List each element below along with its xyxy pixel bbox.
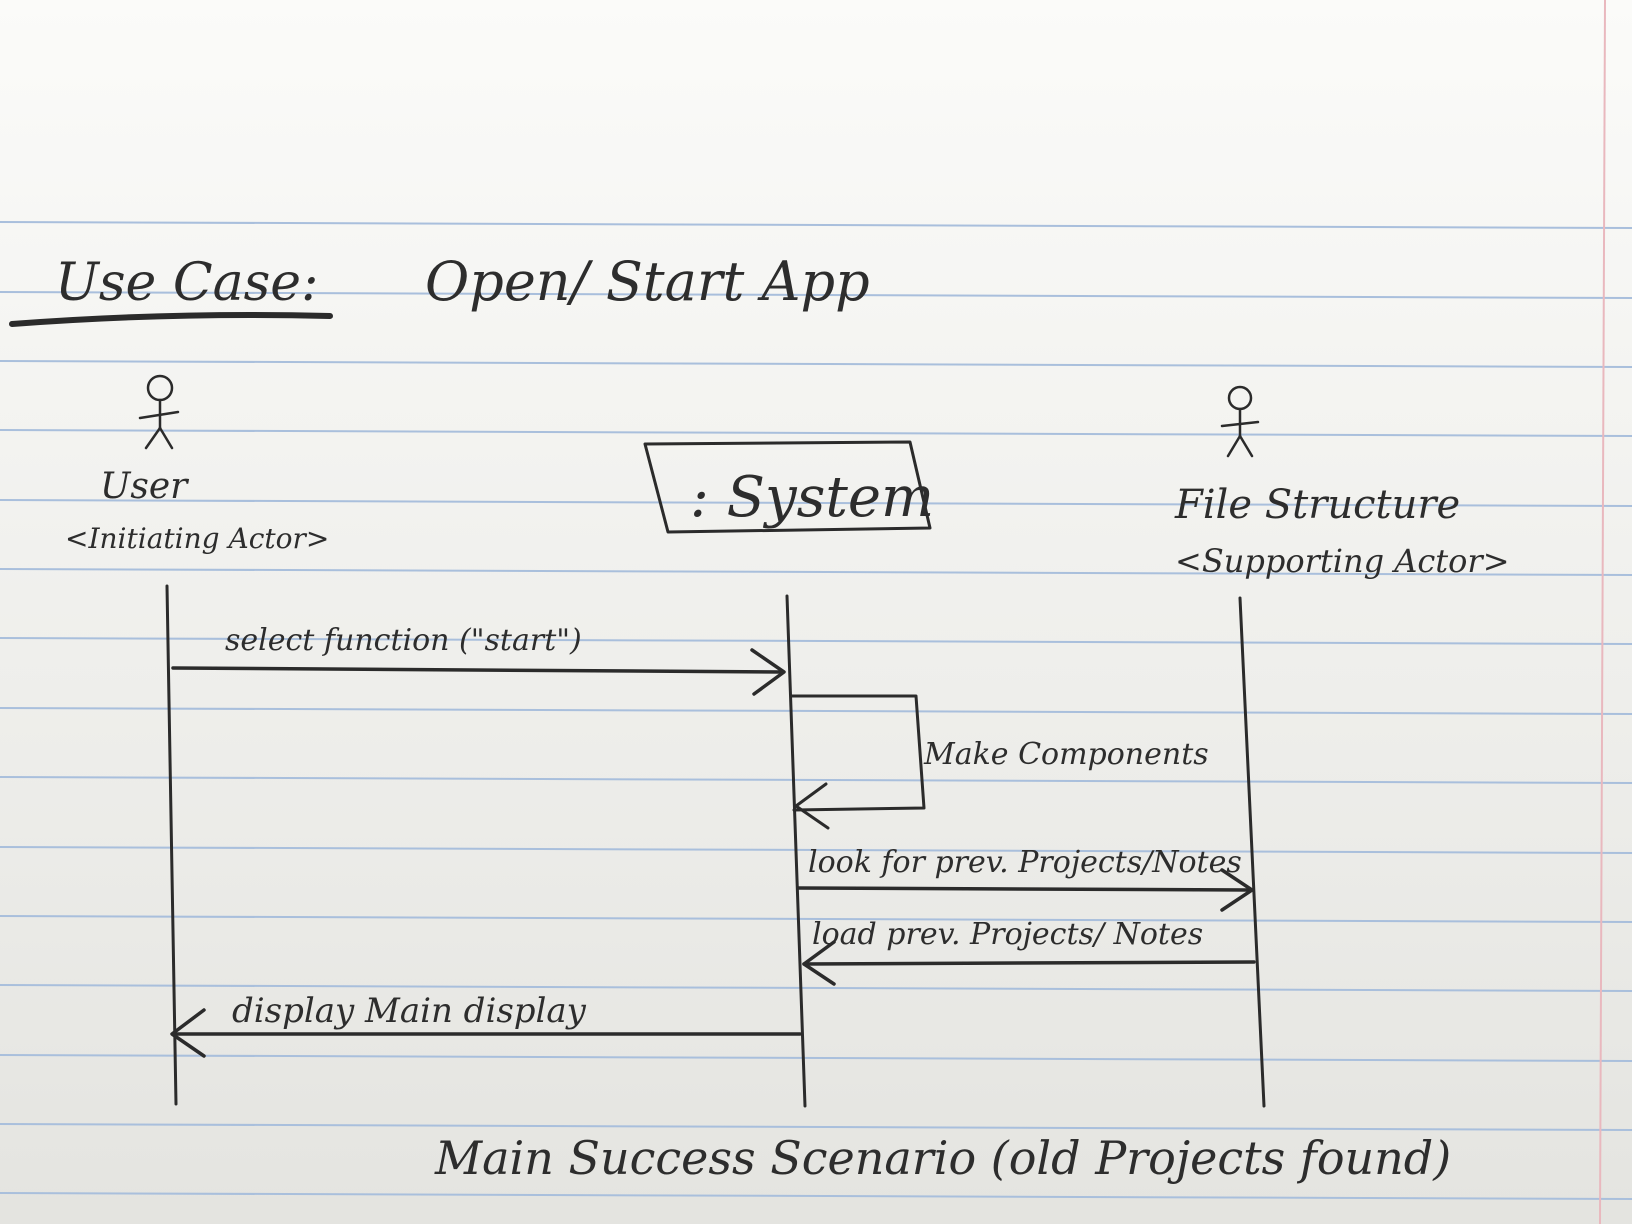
user-actor-name: User <box>100 466 189 507</box>
user-actor-role: <Initiating Actor> <box>65 522 329 555</box>
use-case-label: Use Case: <box>55 253 319 313</box>
use-case-underline <box>9 312 333 327</box>
system-lifeline <box>785 594 807 1108</box>
use-case-title: Open/ Start App <box>425 250 870 313</box>
user-stick-figure-icon <box>138 374 180 450</box>
system-object-box <box>643 440 932 534</box>
message-select-function: select function ("start") <box>225 623 582 658</box>
make-components-self-loop <box>790 694 926 830</box>
message-select-function-arrow <box>171 648 786 696</box>
ruled-lines <box>0 221 1632 1200</box>
margin-line <box>1599 0 1606 1224</box>
file-structure-actor-role: <Supporting Actor> <box>1175 542 1510 580</box>
message-make-components: Make Components <box>923 737 1209 772</box>
file-structure-lifeline <box>1238 596 1266 1108</box>
message-look-for-prev: look for prev. Projects/Notes <box>808 845 1242 880</box>
lifelines <box>165 584 1266 1108</box>
message-display-main: display Main display <box>232 991 587 1031</box>
message-load-prev: load prev. Projects/ Notes <box>812 917 1203 952</box>
message-look-for-prev-arrow <box>796 868 1254 912</box>
file-structure-actor-name: File Structure <box>1174 482 1460 528</box>
message-load-prev-arrow <box>802 940 1256 986</box>
scenario-caption: Main Success Scenario (old Projects foun… <box>434 1131 1451 1185</box>
file-structure-stick-figure-icon <box>1220 385 1260 458</box>
system-object-name: : System <box>690 465 934 530</box>
user-lifeline <box>165 584 178 1106</box>
message-display-main-arrow <box>170 1008 802 1058</box>
